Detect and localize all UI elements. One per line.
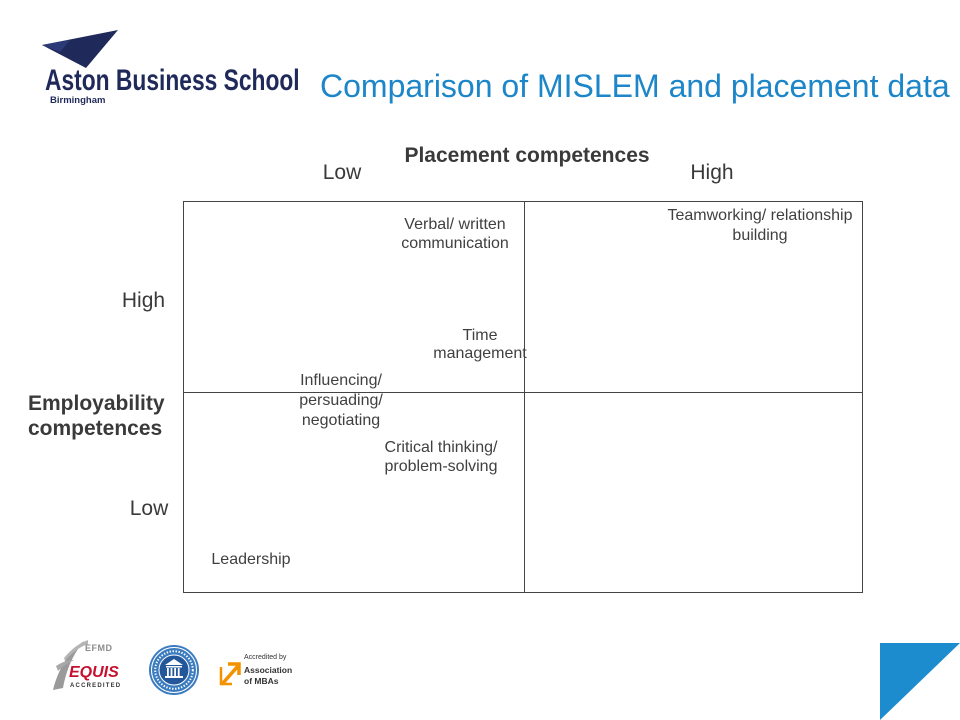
matrix-item-line: Time <box>462 327 498 344</box>
matrix-item-line: management <box>433 345 527 362</box>
matrix-item-critical-thinking: Critical thinking/ problem-solving <box>371 438 511 476</box>
amba-line: of MBAs <box>244 676 279 686</box>
aston-wing-icon <box>42 30 118 68</box>
amba-arrow-icon <box>219 662 241 686</box>
accreditation-seal-icon <box>149 645 199 695</box>
equis-org-text: EFMD <box>85 643 113 653</box>
matrix-item-teamworking: Teamworking/ relationship building <box>660 206 860 246</box>
y-axis-high-label: High <box>121 288 166 312</box>
matrix-item-line: negotiating <box>301 412 381 429</box>
horizontal-divider <box>184 392 862 393</box>
x-axis-low-label: Low <box>322 160 362 184</box>
matrix-item-line: Teamworking/ relationship <box>667 207 853 224</box>
matrix-item-verbal-written-communication: Verbal/ written communication <box>375 215 535 253</box>
logo-name: Aston Business School <box>45 64 300 97</box>
y-axis-title: Employability competences <box>28 391 165 441</box>
vertical-divider <box>524 202 525 592</box>
matrix-item-line: building <box>732 227 788 244</box>
matrix-item-line: Verbal/ written <box>404 215 506 233</box>
matrix-item-line: Influencing/ <box>300 372 382 389</box>
matrix-item-line: problem-solving <box>384 457 498 475</box>
matrix-item-leadership: Leadership <box>191 550 311 569</box>
corner-accent-triangle <box>880 643 960 720</box>
aston-logo: Aston Business School Birmingham <box>0 0 310 110</box>
matrix-item-line: Critical thinking/ <box>384 438 498 456</box>
matrix-grid <box>183 201 863 593</box>
equis-swoosh-icon <box>53 640 88 690</box>
amba-line: Accredited by <box>244 654 287 661</box>
matrix-item-influencing: Influencing/ persuading/ negotiating <box>281 371 401 431</box>
y-axis-low-label: Low <box>129 496 169 520</box>
y-axis-title-line: Employability <box>28 391 165 415</box>
x-axis-title: Placement competences <box>404 144 650 167</box>
equis-logo: EFMD EQUIS ACCREDITED <box>50 636 130 694</box>
x-axis-high-label: High <box>690 160 734 184</box>
matrix-item-time-management: Time management <box>420 327 540 363</box>
equis-status-text: ACCREDITED <box>70 683 122 689</box>
matrix-item-line: communication <box>401 234 509 252</box>
equis-name-text: EQUIS <box>69 664 119 681</box>
matrix-item-line: persuading/ <box>299 392 383 409</box>
matrix-item-line: Leadership <box>211 550 291 568</box>
y-axis-title-line: competences <box>28 416 163 440</box>
slide-title: Comparison of MISLEM and placement data <box>320 68 950 104</box>
logo-location: Birmingham <box>50 95 106 106</box>
amba-line: Association <box>244 665 293 675</box>
